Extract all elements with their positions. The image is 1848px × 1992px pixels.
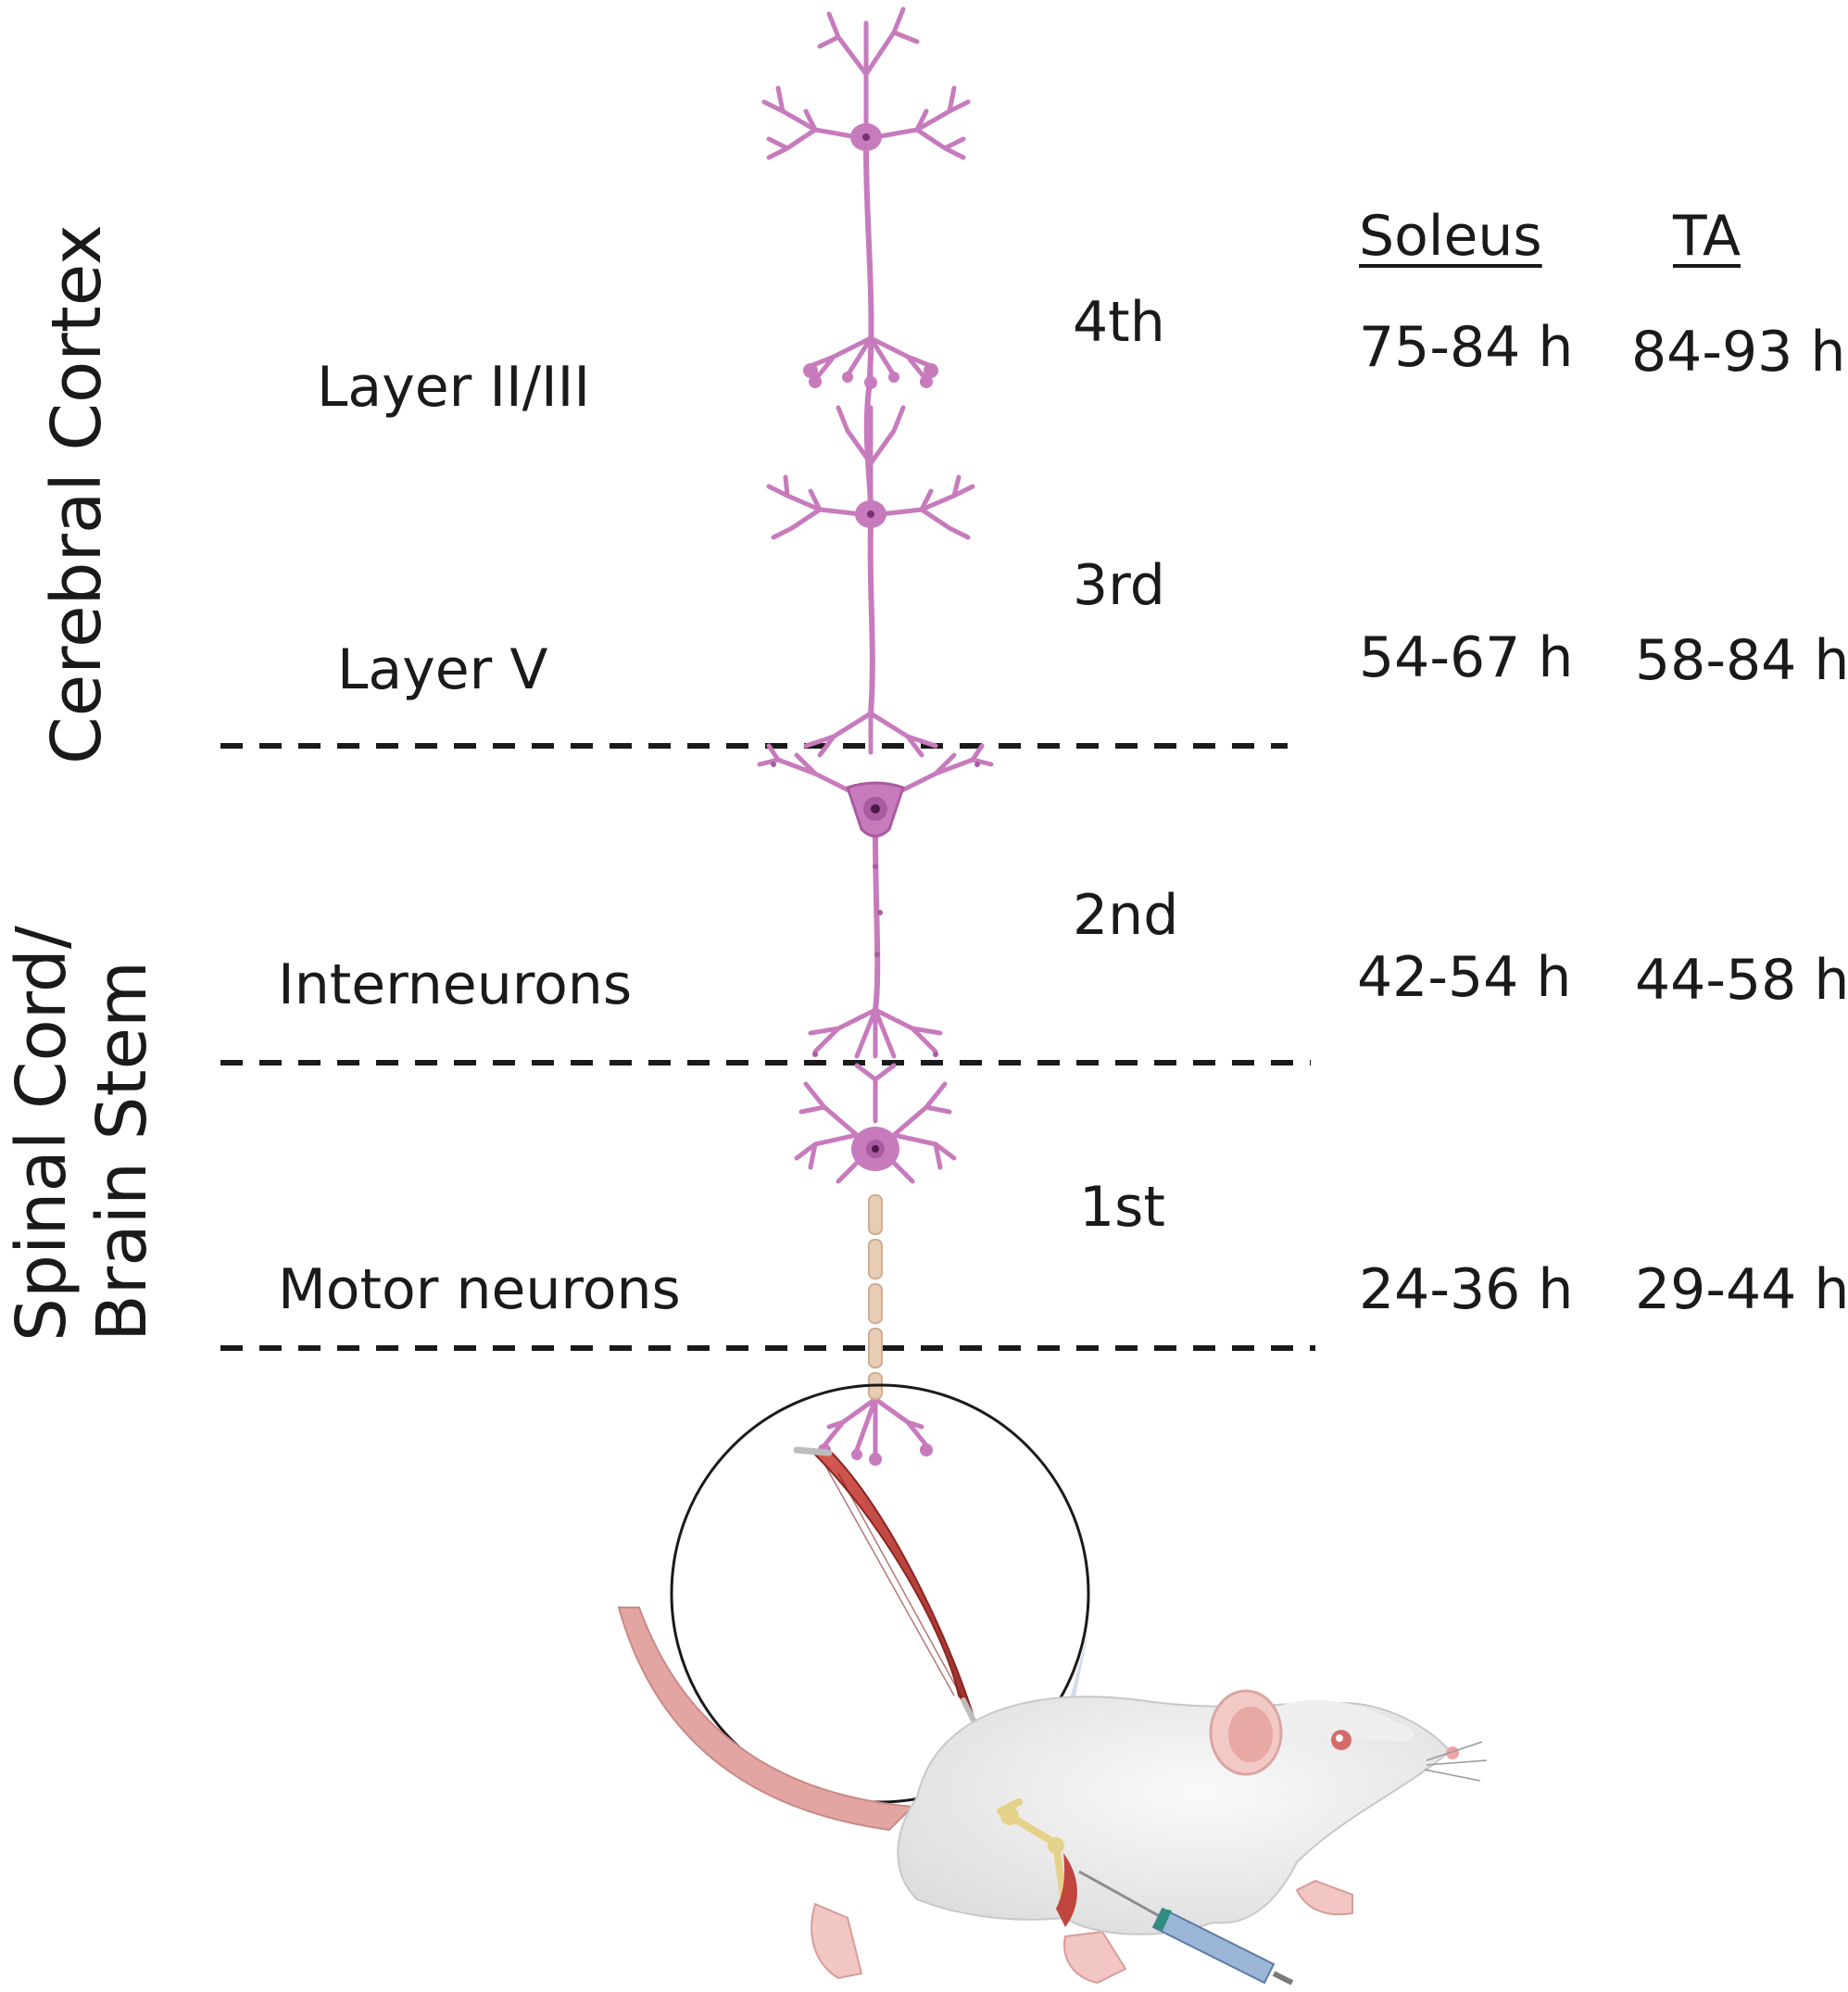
neuron-layer-5 — [766, 405, 975, 758]
order-label: 1st — [1079, 1175, 1165, 1240]
layer-label: Layer II/III — [317, 355, 591, 420]
timing-ta: 58-84 h — [1635, 628, 1848, 693]
region-label-spinal-cord-line1: Spinal Cord/ — [2, 926, 82, 1342]
layer-label: Interneurons — [278, 952, 633, 1017]
timing-soleus: 24-36 h — [1359, 1257, 1574, 1322]
timing-soleus: 42-54 h — [1357, 945, 1572, 1010]
region-label-spinal-cord-line2: Brain Stem — [82, 960, 162, 1342]
neuron-layer-2-3 — [761, 6, 971, 512]
column-header-soleus: Soleus — [1359, 204, 1542, 269]
timing-soleus: 75-84 h — [1359, 315, 1574, 380]
neuron-interneuron — [757, 743, 994, 1059]
timing-ta: 84-93 h — [1631, 320, 1846, 385]
myelin-sheath — [868, 1194, 883, 1400]
timing-ta: 44-58 h — [1635, 948, 1848, 1013]
order-label: 3rd — [1073, 553, 1165, 618]
timing-ta: 29-44 h — [1635, 1257, 1848, 1322]
timing-soleus: 54-67 h — [1359, 625, 1574, 690]
region-label-cerebral-cortex: Cerebral Cortex — [37, 224, 117, 764]
order-label: 4th — [1073, 290, 1165, 355]
column-header-ta: TA — [1673, 204, 1741, 269]
layer-label: Motor neurons — [278, 1257, 681, 1322]
soleus-muscle — [793, 1446, 980, 1731]
rat-tail — [617, 1607, 915, 1832]
syringe — [1078, 1870, 1294, 1986]
order-label: 2nd — [1073, 883, 1179, 948]
layer-label: Layer V — [337, 637, 548, 702]
rat-illustration — [617, 1607, 1488, 1986]
